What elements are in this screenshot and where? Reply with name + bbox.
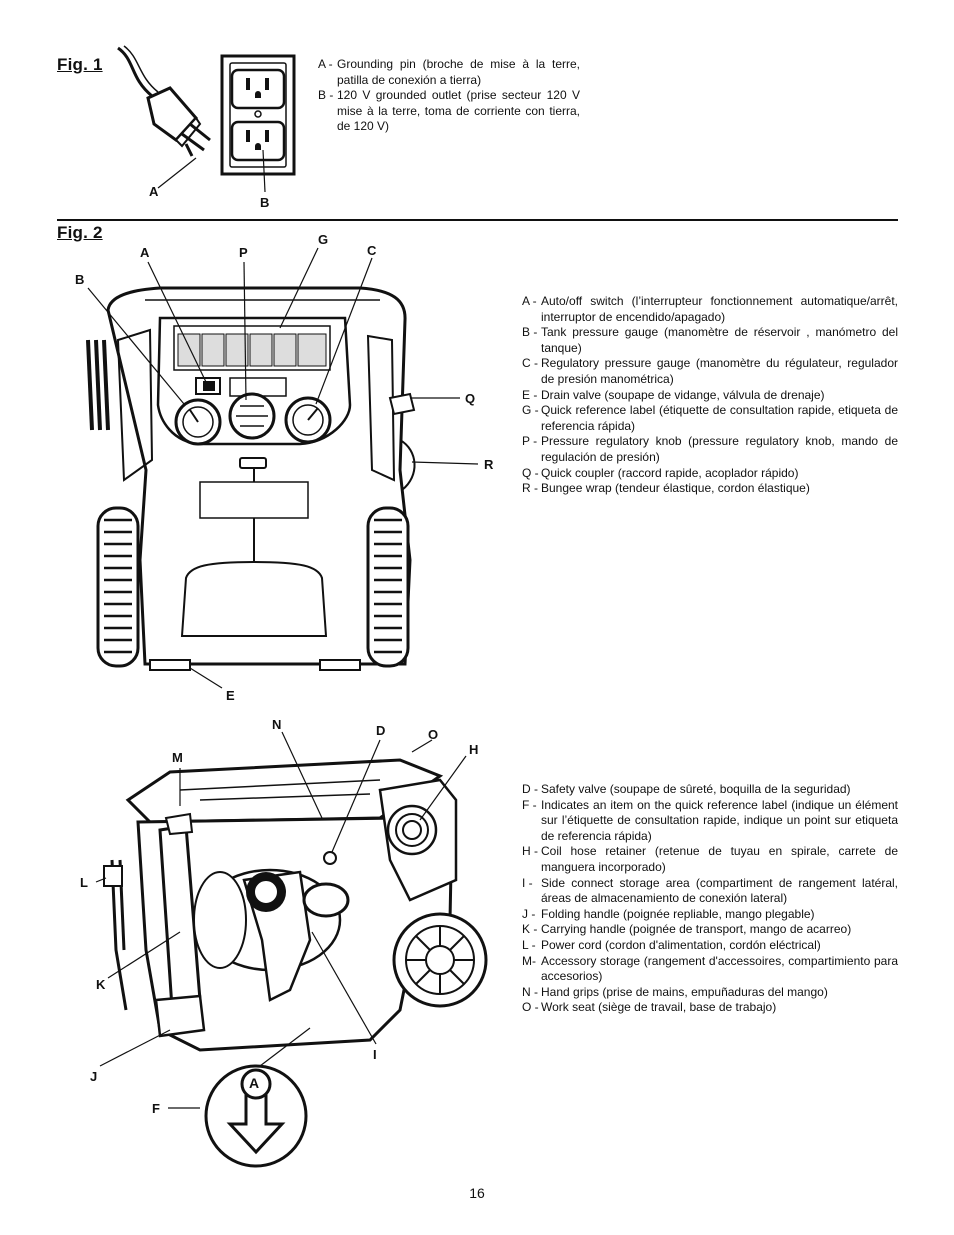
legend-item: R -Bungee wrap (tendeur élastique, cordo… [522, 481, 810, 496]
legend-item: F -Indicates an item on the quick refere… [522, 797, 898, 843]
side-callout-l: L [80, 875, 88, 890]
legend-item: L -Power cord (cordon d'alimentation, co… [522, 937, 821, 952]
legend-item: A -Grounding pin (broche de mise à la te… [318, 57, 580, 87]
legend-item: B -Tank pressure gauge (manomètre de rés… [522, 325, 898, 355]
fig2-title: Fig. 2 [57, 223, 103, 242]
legend-item: J -Folding handle (poignée repliable, ma… [522, 906, 815, 921]
front-callout-e: E [226, 688, 235, 703]
front-callout-a: A [140, 245, 150, 260]
front-callout-q: Q [465, 391, 476, 406]
legend-item: A -Auto/off switch (l’interrupteur fonct… [522, 294, 898, 324]
side-callout-d: D [376, 723, 386, 738]
quick-reference-marker-icon [204, 1064, 308, 1168]
plug-icon [146, 86, 211, 157]
legend-item: Q -Quick coupler (raccord rapide, acopla… [522, 465, 799, 480]
legend-item: I -Side connect storage area (compartime… [522, 875, 898, 906]
section-divider [57, 219, 898, 221]
fig1-callout-a: A [149, 184, 159, 199]
side-callout-k: K [96, 977, 106, 992]
fig1-legend: A -Grounding pin (broche de mise à la te… [318, 57, 580, 135]
front-callout-p: P [239, 245, 248, 260]
side-callout-o: O [428, 727, 439, 742]
fig2-side-legend: D -Safety valve (soupape de sûreté, boqu… [522, 782, 898, 1016]
side-callout-m: M [172, 750, 183, 765]
outlet-icon [220, 54, 296, 176]
side-callout-f: F [152, 1101, 160, 1116]
legend-item: K -Carrying handle (poignée de transport… [522, 922, 852, 937]
legend-item: N -Hand grips (prise de mains, empuñadur… [522, 984, 828, 999]
legend-item: D -Safety valve (soupape de sûreté, boqu… [522, 782, 851, 796]
side-callout-n: N [272, 717, 282, 732]
fig1-callout-b: B [260, 195, 270, 210]
side-callout-i: I [373, 1047, 377, 1062]
legend-item: B -120 V grounded outlet (prise secteur … [318, 88, 580, 134]
page-number: 16 [469, 1185, 485, 1201]
front-callout-r: R [484, 457, 494, 472]
legend-item: P -Pressure regulatory knob (pressure re… [522, 434, 898, 464]
front-callout-b: B [75, 272, 85, 287]
marker-letter: A [249, 1075, 260, 1091]
front-callout-c: C [367, 243, 377, 258]
legend-item: H -Coil hose retainer (retenue de tuyau … [522, 844, 898, 874]
legend-item: O -Work seat (siège de travail, base de … [522, 1000, 777, 1015]
legend-item: M-Accessory storage (rangement d'accesso… [522, 953, 898, 984]
legend-item: C -Regulatory pressure gauge (manomètre … [522, 356, 898, 386]
front-callout-g: G [318, 232, 329, 247]
legend-item: E -Drain valve (soupape de vidange, válv… [522, 387, 825, 402]
power-cord-icon [117, 46, 153, 98]
legend-item: G -Quick reference label (étiquette de c… [522, 403, 898, 433]
fig2-front-legend: A -Auto/off switch (l’interrupteur fonct… [522, 294, 898, 497]
fig1-title: Fig. 1 [57, 55, 103, 74]
side-callout-j: J [90, 1069, 98, 1084]
side-callout-h: H [469, 742, 479, 757]
